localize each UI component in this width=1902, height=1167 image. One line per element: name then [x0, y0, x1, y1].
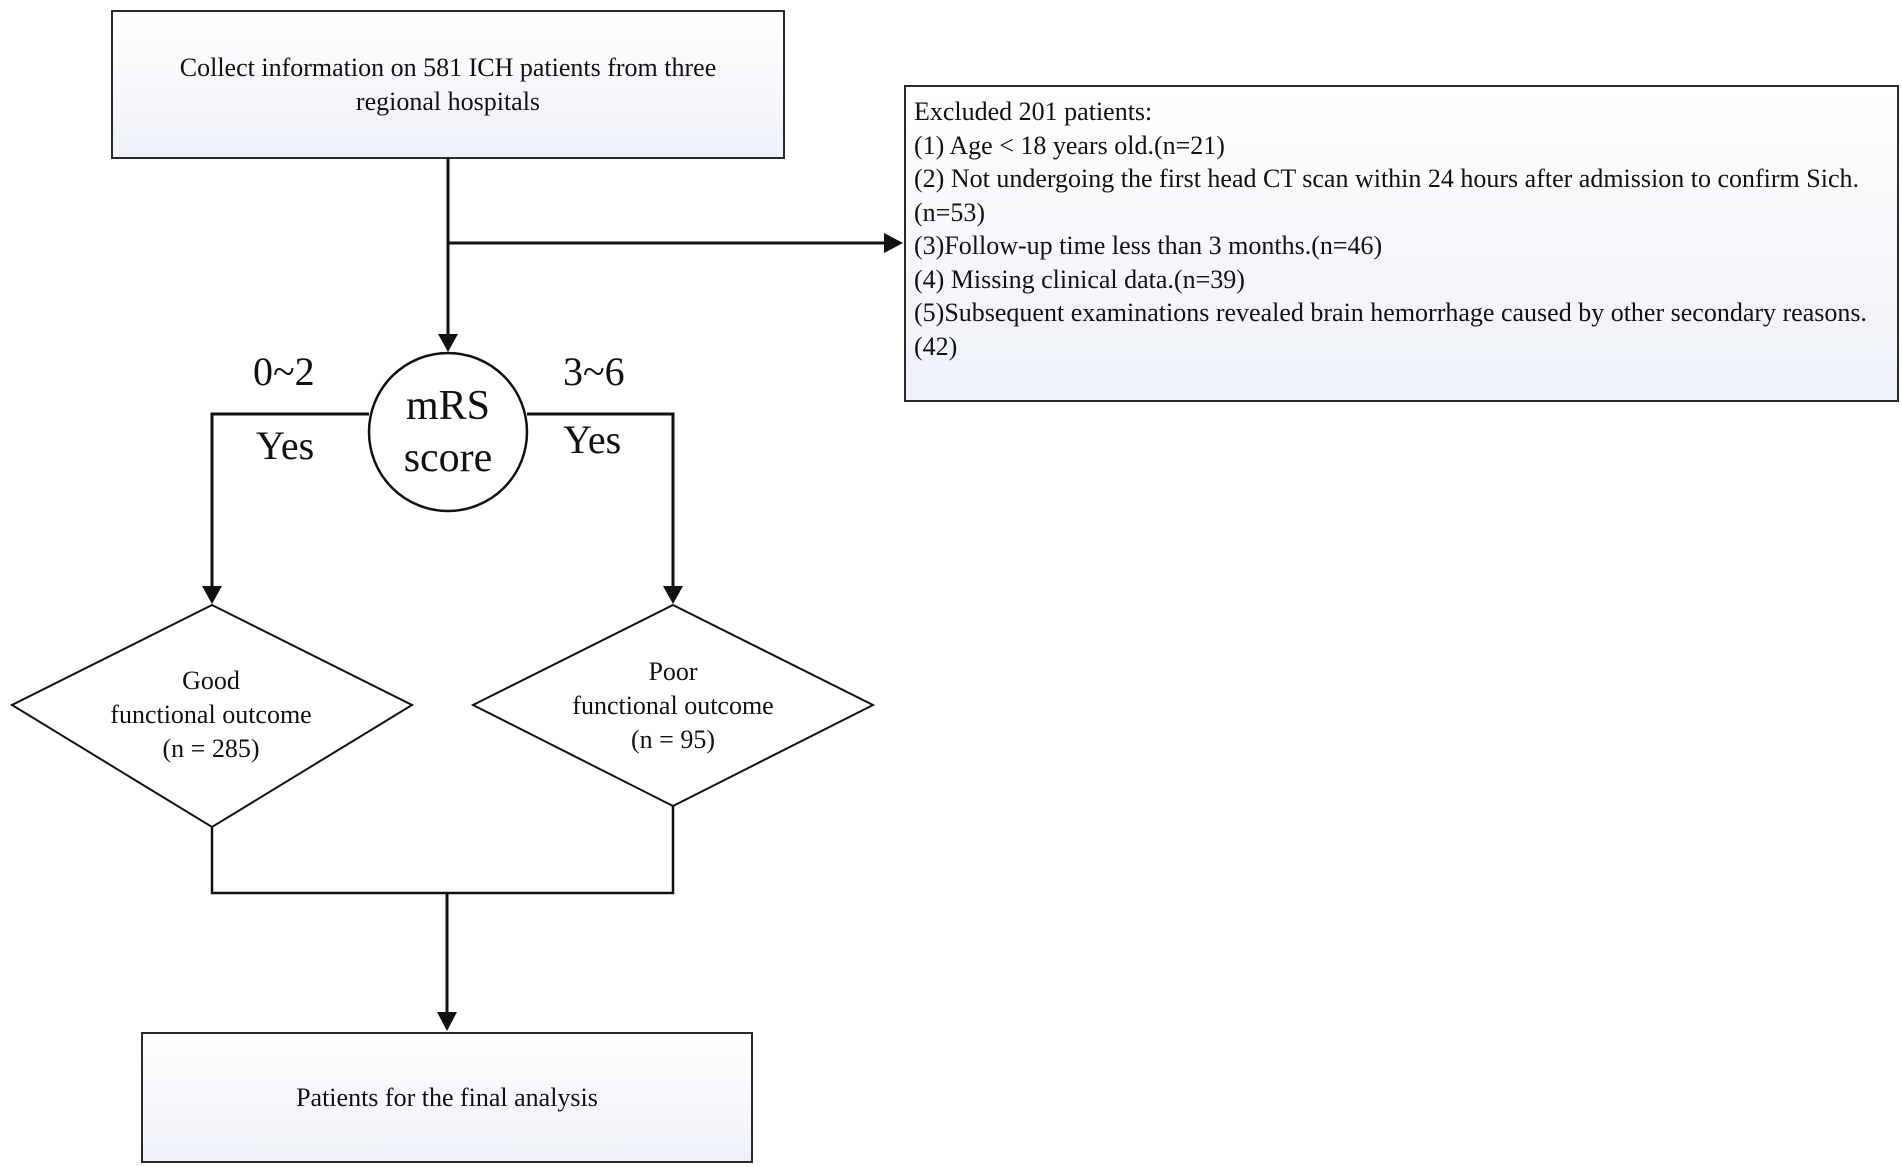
- poor-outcome-label: Poor functional outcome (n = 95): [474, 655, 872, 757]
- arrowhead-good: [202, 586, 222, 604]
- exclusion-box: Excluded 201 patients: (1) Age < 18 year…: [904, 85, 1899, 402]
- arrowhead-decision: [438, 334, 458, 352]
- decision-line1: mRS: [405, 383, 491, 429]
- final-analysis-box: Patients for the final analysis: [141, 1032, 753, 1163]
- exclusion-item: (3)Follow-up time less than 3 months.(n=…: [914, 231, 1383, 260]
- connector-right-branch: [527, 412, 675, 590]
- decision-line2: score: [403, 435, 493, 481]
- decision-label: mRS score: [368, 352, 528, 512]
- exclusion-item: (4) Missing clinical data.(n=39): [914, 264, 1245, 294]
- left-branch-answer: Yes: [256, 423, 315, 468]
- start-box-text: Collect information on 581 ICH patients …: [179, 52, 717, 116]
- good-outcome-line1: Good: [182, 666, 240, 695]
- exclusion-item: (5)Subsequent examinations revealed brai…: [914, 298, 1867, 361]
- right-branch-range: 3~6: [563, 349, 625, 394]
- exclusion-item: (1) Age < 18 years old.(n=21): [914, 130, 1225, 160]
- arrowhead-final: [437, 1012, 457, 1031]
- right-branch-answer: Yes: [563, 417, 622, 462]
- poor-outcome-line2: functional outcome: [572, 691, 774, 720]
- exclusion-item: (2) Not undergoing the first head CT sca…: [914, 164, 1859, 227]
- good-outcome-count: (n = 285): [162, 734, 260, 763]
- good-outcome-line2: functional outcome: [110, 700, 312, 729]
- connector-merge: [210, 806, 675, 895]
- good-outcome-label: Good functional outcome (n = 285): [12, 664, 410, 766]
- connector-left-branch: [210, 412, 369, 590]
- final-analysis-text: Patients for the final analysis: [296, 1082, 598, 1112]
- decision-circle: [367, 351, 529, 513]
- left-branch-range: 0~2: [253, 349, 315, 394]
- arrowhead-poor: [663, 586, 683, 604]
- poor-outcome-count: (n = 95): [631, 725, 715, 754]
- arrowhead-exclusion: [884, 233, 903, 253]
- exclusion-title: Excluded 201 patients:: [914, 97, 1153, 126]
- poor-outcome-line1: Poor: [648, 657, 698, 686]
- start-box: Collect information on 581 ICH patients …: [111, 10, 785, 159]
